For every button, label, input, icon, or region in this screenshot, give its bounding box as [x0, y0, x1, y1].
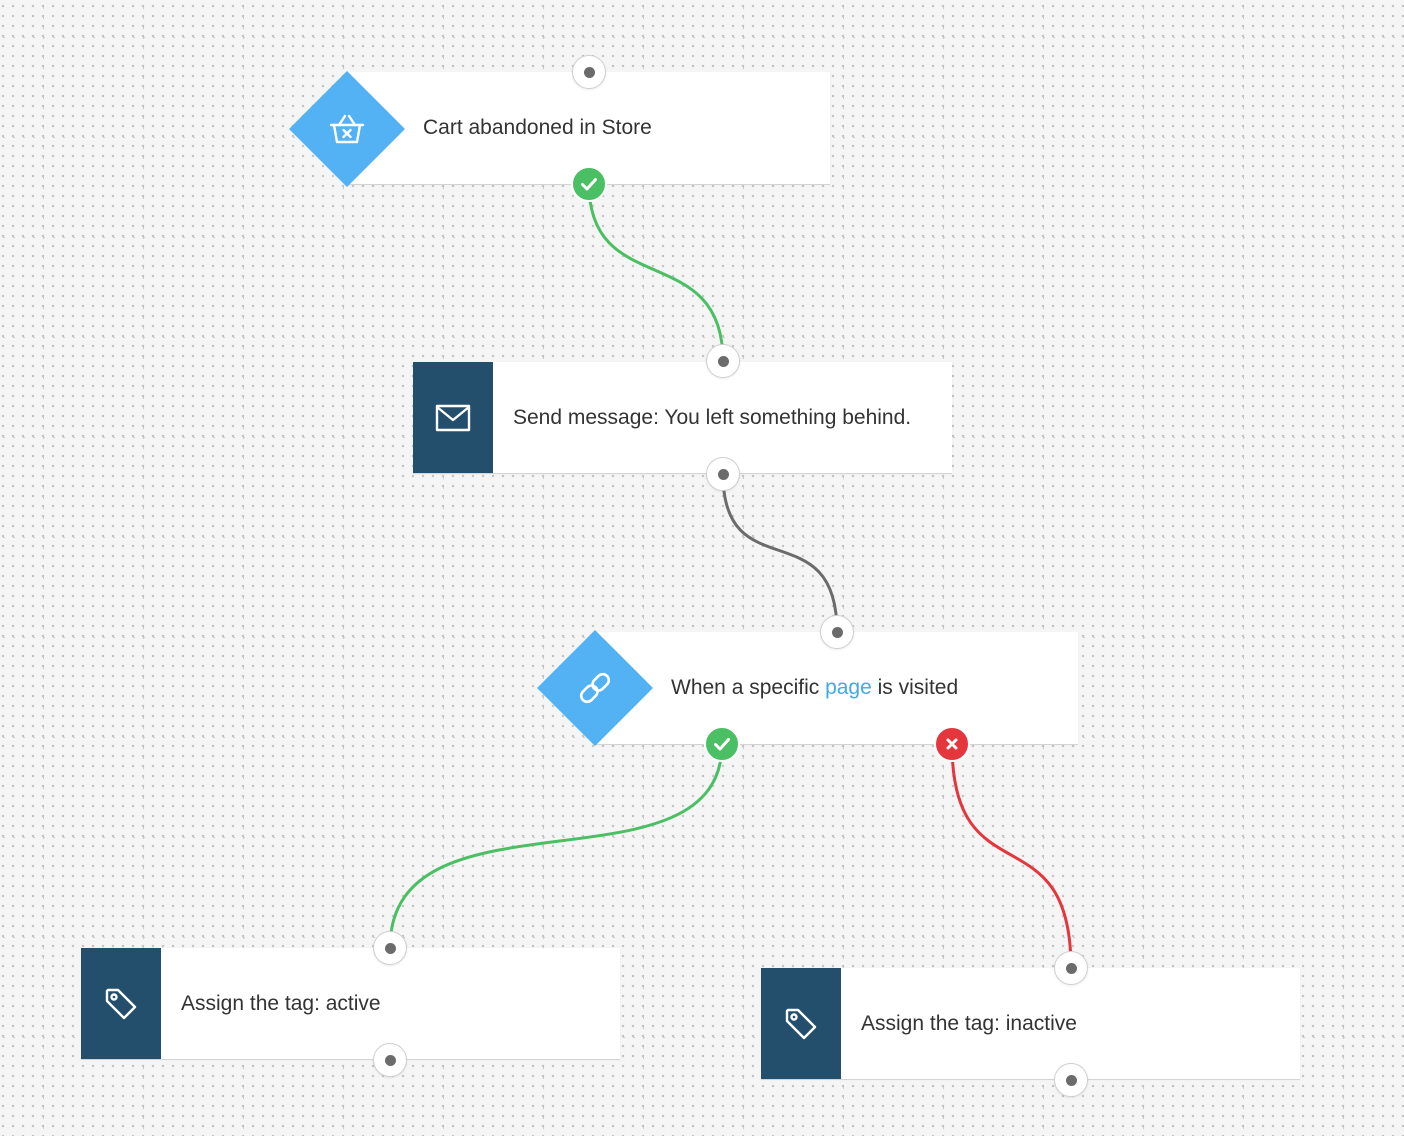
node-send-message-icon-box	[413, 362, 493, 473]
tag-inactive-output-port[interactable]	[1054, 1063, 1088, 1097]
page-no-connector[interactable]	[934, 726, 970, 762]
message-output-port[interactable]	[706, 457, 740, 491]
chain-link-icon	[537, 630, 653, 746]
cart-yes-connector[interactable]	[571, 166, 607, 202]
label-suffix: is visited	[877, 676, 959, 699]
node-tag-active[interactable]: Assign the tag: active	[81, 948, 620, 1059]
node-send-message-label: Send message: You left something behind.	[513, 405, 912, 429]
wire-page-to-inactive	[950, 743, 1073, 969]
page-input-port[interactable]	[820, 615, 854, 649]
node-tag-inactive-label: Assign the tag: inactive	[861, 1011, 1077, 1035]
envelope-icon	[435, 404, 471, 431]
page-yes-connector[interactable]	[704, 726, 740, 762]
tag-active-input-port[interactable]	[373, 931, 407, 965]
check-icon	[581, 178, 597, 191]
page-link[interactable]: page	[825, 676, 872, 699]
check-icon	[714, 738, 730, 751]
x-icon	[946, 738, 958, 750]
node-tag-inactive-icon-box	[761, 968, 841, 1079]
node-cart-abandoned-label: Cart abandoned in Store	[423, 116, 652, 139]
tag-inactive-input-port[interactable]	[1054, 951, 1088, 985]
node-send-message[interactable]: Send message: You left something behind.	[413, 362, 952, 473]
wire-page-to-active	[388, 743, 724, 949]
tag-icon	[105, 988, 137, 1019]
wire-cart-to-message	[587, 183, 725, 362]
cart-input-port[interactable]	[572, 55, 606, 89]
node-page-visited-label: When a specific page is visited	[671, 632, 958, 744]
node-cart-abandoned[interactable]: Cart abandoned in Store	[346, 72, 830, 184]
wire-message-to-page	[721, 473, 839, 633]
tag-icon	[785, 1008, 817, 1039]
node-page-visited[interactable]: When a specific page is visited	[596, 632, 1078, 744]
message-input-port[interactable]	[706, 344, 740, 378]
label-prefix: When a specific	[671, 676, 820, 699]
basket-x-icon	[289, 71, 405, 187]
node-tag-active-icon-box	[81, 948, 161, 1059]
tag-active-output-port[interactable]	[373, 1043, 407, 1077]
node-tag-active-label: Assign the tag: active	[181, 991, 381, 1015]
node-tag-inactive[interactable]: Assign the tag: inactive	[761, 968, 1300, 1079]
